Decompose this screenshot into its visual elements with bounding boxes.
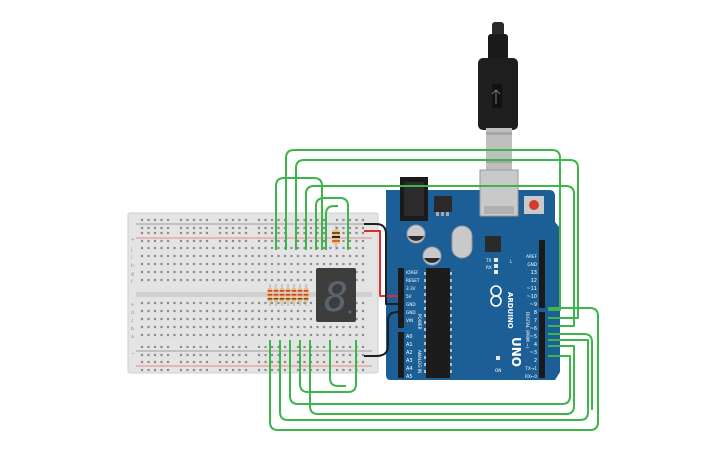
led-rx-label: RX (486, 265, 492, 270)
row-letter-f: f (131, 279, 133, 285)
wire-green-top-6[interactable] (325, 205, 338, 250)
wire-green-top-4[interactable] (305, 185, 575, 327)
wire-green-top-3[interactable] (275, 177, 323, 250)
atmega-chip (426, 268, 450, 378)
segment-resistors[interactable] (267, 284, 309, 306)
wire-green-bottom-4[interactable] (299, 340, 357, 393)
pin-a2[interactable]: A2 (406, 350, 413, 356)
pin-1-tx[interactable]: TX→1 (524, 366, 537, 371)
pin-7[interactable]: 7 (534, 318, 537, 324)
pin-3[interactable]: ~3 (530, 350, 537, 356)
crystal (451, 225, 473, 259)
row-letter-g: g (131, 272, 134, 277)
resistor-common[interactable] (332, 226, 340, 250)
pin-6[interactable]: ~6 (530, 326, 537, 332)
wire-gnd-black-top[interactable] (364, 223, 398, 305)
pin-5v[interactable]: 5V (406, 294, 412, 299)
pin-0-rx[interactable]: RX←0 (525, 374, 537, 379)
wire-green-bottom-5[interactable] (309, 340, 575, 415)
wires[interactable] (269, 149, 599, 431)
pin-a0[interactable]: A0 (406, 334, 413, 340)
analog-label: ANALOG IN (417, 350, 422, 373)
voltage-regulator (434, 196, 452, 212)
pin-4[interactable]: 4 (534, 342, 537, 348)
seven-segment-display[interactable]: 8 (316, 268, 356, 322)
row-letter-i: i (131, 255, 132, 261)
center-channel (136, 292, 372, 297)
row-letter-h: h (131, 263, 134, 269)
breadboard[interactable]: + − j i h g f e d c b a (127, 212, 379, 374)
usb-chip (485, 236, 501, 252)
pin-vin[interactable]: VIN (406, 318, 413, 323)
pin-9[interactable]: ~9 (530, 302, 537, 308)
row-letter-e: e (131, 303, 134, 308)
pin-gnd-2[interactable]: GND (406, 310, 416, 315)
digital-header-top (539, 240, 545, 308)
wire-green-top-2[interactable] (295, 159, 579, 319)
wire-green-bottom-2[interactable] (279, 339, 589, 421)
pin-aref[interactable]: AREF (526, 254, 537, 259)
analog-header (398, 332, 404, 378)
pin-a4[interactable]: A4 (406, 366, 413, 372)
pin-3v3[interactable]: 3.3V (406, 286, 416, 291)
pin-a3[interactable]: A3 (406, 358, 413, 364)
row-letter-d: d (131, 310, 134, 316)
led-on-label: ON (495, 368, 501, 373)
chip-pins (424, 272, 452, 373)
row-letter-a: a (131, 335, 134, 340)
pin-13[interactable]: 13 (531, 270, 537, 276)
rail-minus-label: − (131, 352, 135, 357)
pin-gnd-1[interactable]: GND (406, 302, 416, 307)
led-tx-label: TX (485, 258, 492, 263)
wire-gnd-black-bottom[interactable] (364, 311, 399, 357)
pin-2[interactable]: 2 (534, 358, 537, 364)
pin-a1[interactable]: A1 (406, 342, 413, 348)
usb-cable[interactable] (478, 22, 518, 170)
pin-gnd-3[interactable]: GND (527, 262, 537, 267)
decimal-point (348, 310, 352, 314)
wire-green-bottom-7[interactable] (548, 333, 593, 410)
arduino-brand: ARDUINO (506, 292, 514, 329)
pin-8[interactable]: 8 (534, 310, 537, 316)
row-letter-b: b (131, 326, 134, 332)
row-letter-c: c (131, 319, 134, 324)
infinity-logo (490, 285, 502, 307)
pin-a5[interactable]: A5 (406, 374, 413, 380)
wire-5v-red[interactable] (364, 230, 398, 297)
led-l-label: L (510, 259, 513, 264)
rail-plus-label: + (131, 237, 135, 243)
arduino-uno-board[interactable]: L TX RX ON ARDUINO UNO DIGITAL (PWM ~) P… (386, 169, 560, 380)
wire-green-bottom-1[interactable] (269, 307, 599, 431)
pin-reset[interactable]: RESET (406, 278, 420, 283)
pin-11[interactable]: ~11 (526, 286, 537, 292)
pin-ioref[interactable]: IOREF (406, 270, 419, 275)
digital-label: DIGITAL (PWM ~) (525, 312, 530, 348)
wire-green-bottom-3[interactable] (289, 340, 571, 405)
pin-10[interactable]: ~10 (526, 294, 537, 300)
power-label: POWER (417, 314, 422, 330)
digital-header-bottom (539, 312, 545, 378)
wire-green-top-1[interactable] (285, 149, 561, 311)
wire-green-bottom-6[interactable] (329, 340, 346, 387)
power-header (398, 268, 404, 328)
pin-5[interactable]: ~5 (530, 334, 537, 340)
uno-model: UNO (509, 337, 523, 367)
pin-12[interactable]: 12 (531, 278, 537, 284)
wire-green-top-5[interactable] (315, 197, 349, 250)
display-digit: 8 (324, 275, 348, 321)
row-letter-j: j (130, 247, 132, 253)
